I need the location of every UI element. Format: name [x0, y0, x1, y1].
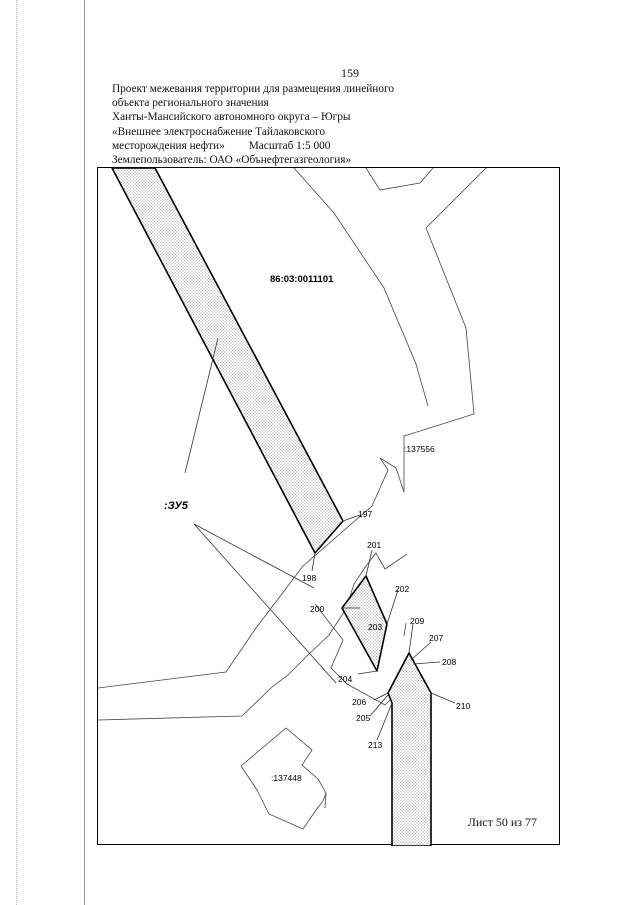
header-line-6: Землепользователь: ОАО «Обънефтегазгеоло… — [112, 154, 352, 167]
header-line-5: месторождения нефти» Масштаб 1:5 000 — [112, 139, 442, 153]
point-203: 203 — [368, 622, 382, 632]
header-line-3: Ханты-Мансийского автономного округа – Ю… — [112, 111, 351, 124]
point-213: 213 — [368, 740, 382, 750]
header-line-2: объекта регионального значения — [112, 97, 269, 110]
point-204: 204 — [338, 674, 352, 684]
point-208: 208 — [442, 657, 456, 667]
zone-leaders — [184, 337, 456, 741]
page-number: 159 — [341, 66, 359, 80]
binding-margin-line — [84, 0, 85, 905]
parcel-boundaries — [98, 168, 487, 830]
zone-zu5-label: :ЗУ5 — [164, 500, 189, 512]
map-frame: 86:03:0011101 :137556 :137448 :ЗУ5 197 1… — [97, 167, 560, 846]
header-line-4: «Внешнее электроснабжение Тайлаковского — [112, 125, 326, 138]
cadastral-block-label: 86:03:0011101 — [270, 274, 334, 285]
point-197: 197 — [358, 509, 372, 519]
sheet-number: Лист 50 из 77 — [467, 815, 537, 829]
document-header: Проект межевания территории для размещен… — [112, 82, 442, 167]
parcel-137448-label: :137448 — [271, 773, 302, 783]
point-209: 209 — [410, 616, 424, 626]
cadastral-map: 86:03:0011101 :137556 :137448 :ЗУ5 197 1… — [98, 168, 487, 846]
header-line-1: Проект межевания территории для размещен… — [112, 83, 394, 95]
binding-margin-dotted — [16, 0, 18, 905]
point-202: 202 — [395, 584, 409, 594]
point-198: 198 — [302, 573, 316, 583]
parcel-zu5-corridor — [111, 168, 432, 846]
point-201: 201 — [367, 540, 381, 550]
map-scale: Масштаб 1:5 000 — [248, 139, 331, 152]
point-210: 210 — [456, 701, 470, 711]
parcel-137556-label: :137556 — [404, 444, 435, 454]
point-207: 207 — [429, 633, 443, 643]
header-deposit: месторождения нефти» — [112, 139, 225, 152]
point-200: 200 — [310, 604, 324, 614]
point-206: 206 — [352, 697, 366, 707]
point-205: 205 — [356, 713, 370, 723]
